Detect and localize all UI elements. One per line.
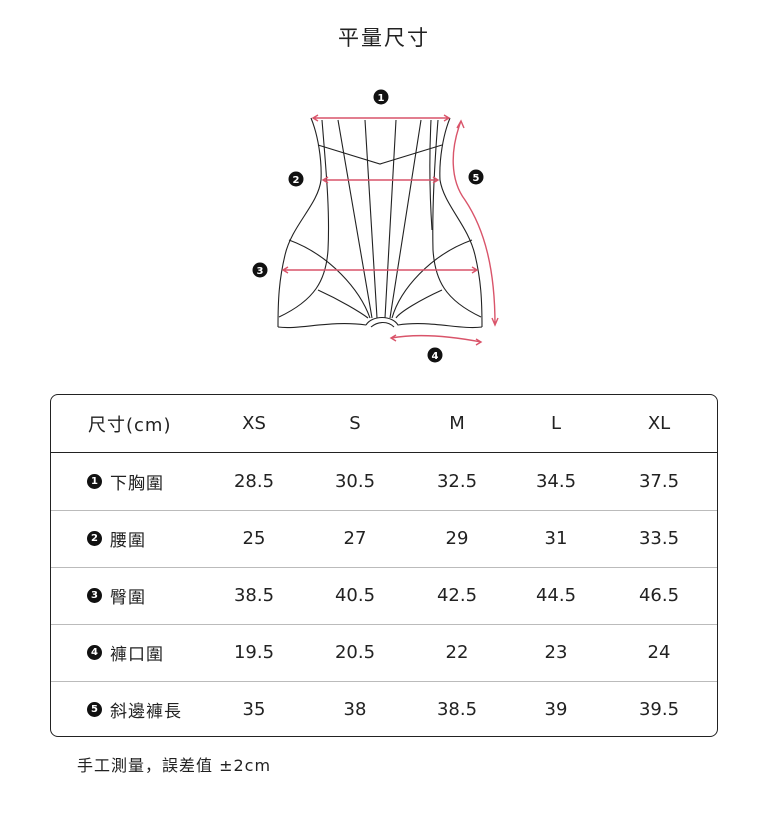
row-number-badge: 5 — [87, 702, 102, 717]
row-label: 3 臀圍 — [87, 583, 146, 608]
table-cell: 39.5 — [638, 699, 680, 720]
header-unit: 尺寸(cm) — [88, 414, 172, 436]
marker-3: 3 — [257, 266, 264, 277]
row-number-badge: 1 — [87, 474, 102, 489]
arrow-waist — [321, 176, 440, 184]
size-table: 尺寸(cm) XS S M L XL 1 下胸圍 28.5 30.5 32.5 34.5 3… — [50, 394, 718, 737]
row-label: 4 褲口圍 — [87, 640, 164, 665]
row-number-badge: 2 — [87, 531, 102, 546]
header-xl: XL — [647, 413, 671, 434]
table-cell: 25 — [242, 528, 266, 549]
row-label-text: 斜邊褲長 — [110, 702, 182, 722]
table-cell: 40.5 — [334, 585, 376, 606]
arrow-underbust — [311, 114, 451, 122]
diagram-markers: 1 2 3 4 5 — [252, 89, 484, 363]
table-cell: 20.5 — [334, 642, 376, 663]
measure-arrows — [281, 114, 499, 346]
table-cell: 22 — [445, 642, 469, 663]
arrow-side-length — [452, 119, 499, 327]
table-cell: 30.5 — [334, 471, 376, 492]
table-row: 2 腰圍 25 27 29 31 33.5 — [51, 510, 717, 568]
table-header: 尺寸(cm) XS S M L XL — [51, 395, 717, 453]
table-cell: 28.5 — [233, 471, 275, 492]
header-m: M — [449, 413, 465, 434]
table-cell: 46.5 — [638, 585, 680, 606]
table-cell: 27 — [343, 528, 367, 549]
table-row: 4 褲口圍 19.5 20.5 22 23 24 — [51, 624, 717, 682]
row-label-text: 腰圍 — [110, 531, 146, 551]
table-cell: 38.5 — [436, 699, 478, 720]
garment-diagram: 1 2 3 4 5 — [252, 89, 499, 363]
arrow-hip — [281, 266, 479, 274]
marker-2: 2 — [293, 175, 300, 186]
table-cell: 35 — [242, 699, 266, 720]
table-cell: 42.5 — [436, 585, 478, 606]
marker-4: 4 — [432, 351, 439, 362]
table-cell: 38 — [343, 699, 367, 720]
table-cell: 39 — [544, 699, 568, 720]
table-cell: 34.5 — [535, 471, 577, 492]
table-cell: 33.5 — [638, 528, 680, 549]
marker-1: 1 — [378, 93, 385, 104]
measurement-note: 手工測量，誤差值 ±2cm — [77, 756, 272, 775]
row-label: 2 腰圍 — [87, 526, 146, 551]
row-number-badge: 4 — [87, 645, 102, 660]
table-cell: 24 — [647, 642, 671, 663]
row-number-badge: 3 — [87, 588, 102, 603]
table-row: 5 斜邊褲長 35 38 38.5 39 39.5 — [51, 681, 717, 736]
row-label: 1 下胸圍 — [87, 469, 164, 494]
table-cell: 32.5 — [436, 471, 478, 492]
header-s: S — [349, 413, 361, 434]
table-cell: 31 — [544, 528, 568, 549]
row-label-text: 下胸圍 — [110, 474, 164, 494]
table-row: 1 下胸圍 28.5 30.5 32.5 34.5 37.5 — [51, 453, 717, 511]
table-cell: 19.5 — [233, 642, 275, 663]
garment-outline — [277, 117, 483, 329]
table-cell: 29 — [445, 528, 469, 549]
table-cell: 37.5 — [638, 471, 680, 492]
table-cell: 38.5 — [233, 585, 275, 606]
page-title: 平量尺寸 — [338, 26, 430, 50]
row-label: 5 斜邊褲長 — [87, 697, 182, 722]
header-xs: XS — [242, 413, 266, 434]
marker-5: 5 — [473, 173, 480, 184]
row-label-text: 臀圍 — [110, 588, 146, 608]
table-cell: 23 — [544, 642, 568, 663]
table-row: 3 臀圍 38.5 40.5 42.5 44.5 46.5 — [51, 567, 717, 625]
arrow-leg-opening — [389, 334, 483, 346]
header-l: L — [550, 413, 562, 434]
row-label-text: 褲口圍 — [110, 645, 164, 665]
table-cell: 44.5 — [535, 585, 577, 606]
